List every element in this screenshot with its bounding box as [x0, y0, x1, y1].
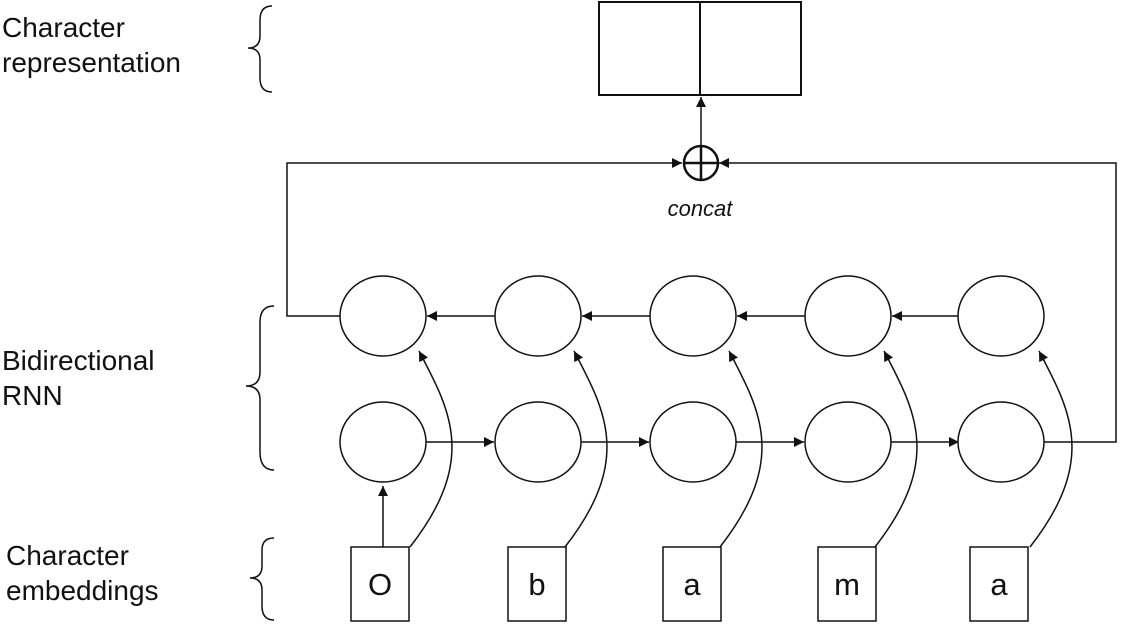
- input-to-backward-arrow: [719, 350, 763, 548]
- input-to-backward-arrow: [564, 350, 608, 548]
- brace-character-embeddings: [249, 537, 275, 621]
- character-representation-label-line2: representation: [2, 47, 182, 78]
- character-representation-label: Character representation: [2, 10, 181, 80]
- forward-rnn-node: [339, 401, 427, 483]
- input-to-backward-arrow: [1029, 350, 1073, 548]
- concat-operator-icon: [682, 144, 720, 182]
- character-embeddings-row: O b a m a: [350, 546, 1029, 622]
- char-embedding-label: a: [683, 567, 701, 602]
- char-embedding-label: b: [528, 567, 545, 602]
- character-embeddings-label-line1: Character: [6, 540, 129, 571]
- forward-output-path: [719, 158, 1117, 443]
- char-embedding-label: a: [990, 567, 1008, 602]
- char-embedding-box: O: [350, 546, 410, 622]
- forward-rnn-node: [494, 401, 582, 483]
- backward-output-path: [286, 158, 682, 317]
- backward-rnn-node: [494, 275, 582, 357]
- character-embeddings-label: Character embeddings: [6, 538, 159, 608]
- bidirectional-rnn-label-line2: RNN: [2, 380, 63, 411]
- backward-rnn-node: [804, 275, 892, 357]
- forward-rnn-node: [804, 401, 892, 483]
- input-to-backward-arrow: [409, 350, 453, 548]
- bidirectional-rnn-label: Bidirectional RNN: [2, 343, 155, 413]
- forward-rnn-node: [649, 401, 737, 483]
- input-to-backward-arrow: [874, 350, 918, 548]
- brace-character-representation: [247, 5, 273, 93]
- forward-rnn-row: [339, 401, 1045, 483]
- char-embedding-box: m: [817, 546, 877, 622]
- backward-rnn-node: [649, 275, 737, 357]
- char-embedding-box: a: [662, 546, 722, 622]
- bidirectional-rnn-label-line1: Bidirectional: [2, 345, 155, 376]
- char-embedding-label: O: [368, 567, 392, 602]
- brace-bidirectional-rnn: [245, 305, 275, 471]
- input-to-backward-arrows: [409, 350, 1073, 548]
- backward-rnn-node: [339, 275, 427, 357]
- char-embedding-label: m: [834, 567, 860, 602]
- concat-label: concat: [668, 196, 734, 221]
- char-embedding-box: b: [507, 546, 567, 622]
- character-embeddings-label-line2: embeddings: [6, 575, 159, 606]
- forward-rnn-node: [957, 401, 1045, 483]
- character-representation-label-line1: Character: [2, 12, 125, 43]
- backward-rnn-row: [339, 275, 1045, 357]
- char-embedding-box: a: [969, 546, 1029, 622]
- backward-rnn-node: [957, 275, 1045, 357]
